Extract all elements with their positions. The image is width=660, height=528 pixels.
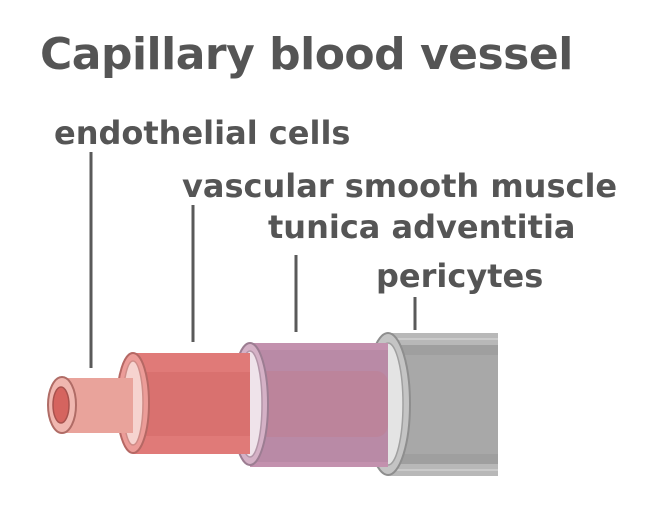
label-tunica-adventitia: tunica adventitia bbox=[268, 208, 576, 246]
pericytes-layer bbox=[365, 332, 498, 476]
endothelial-cells-layer bbox=[47, 376, 133, 434]
vascular-smooth-muscle-layer bbox=[116, 352, 250, 454]
label-pericytes: pericytes bbox=[376, 257, 544, 295]
diagram-title: Capillary blood vessel bbox=[40, 29, 573, 80]
tunica-adventitia-layer bbox=[231, 342, 388, 467]
label-vascular-smooth-muscle: vascular smooth muscle bbox=[182, 167, 618, 205]
label-endothelial-cells: endothelial cells bbox=[54, 114, 351, 152]
